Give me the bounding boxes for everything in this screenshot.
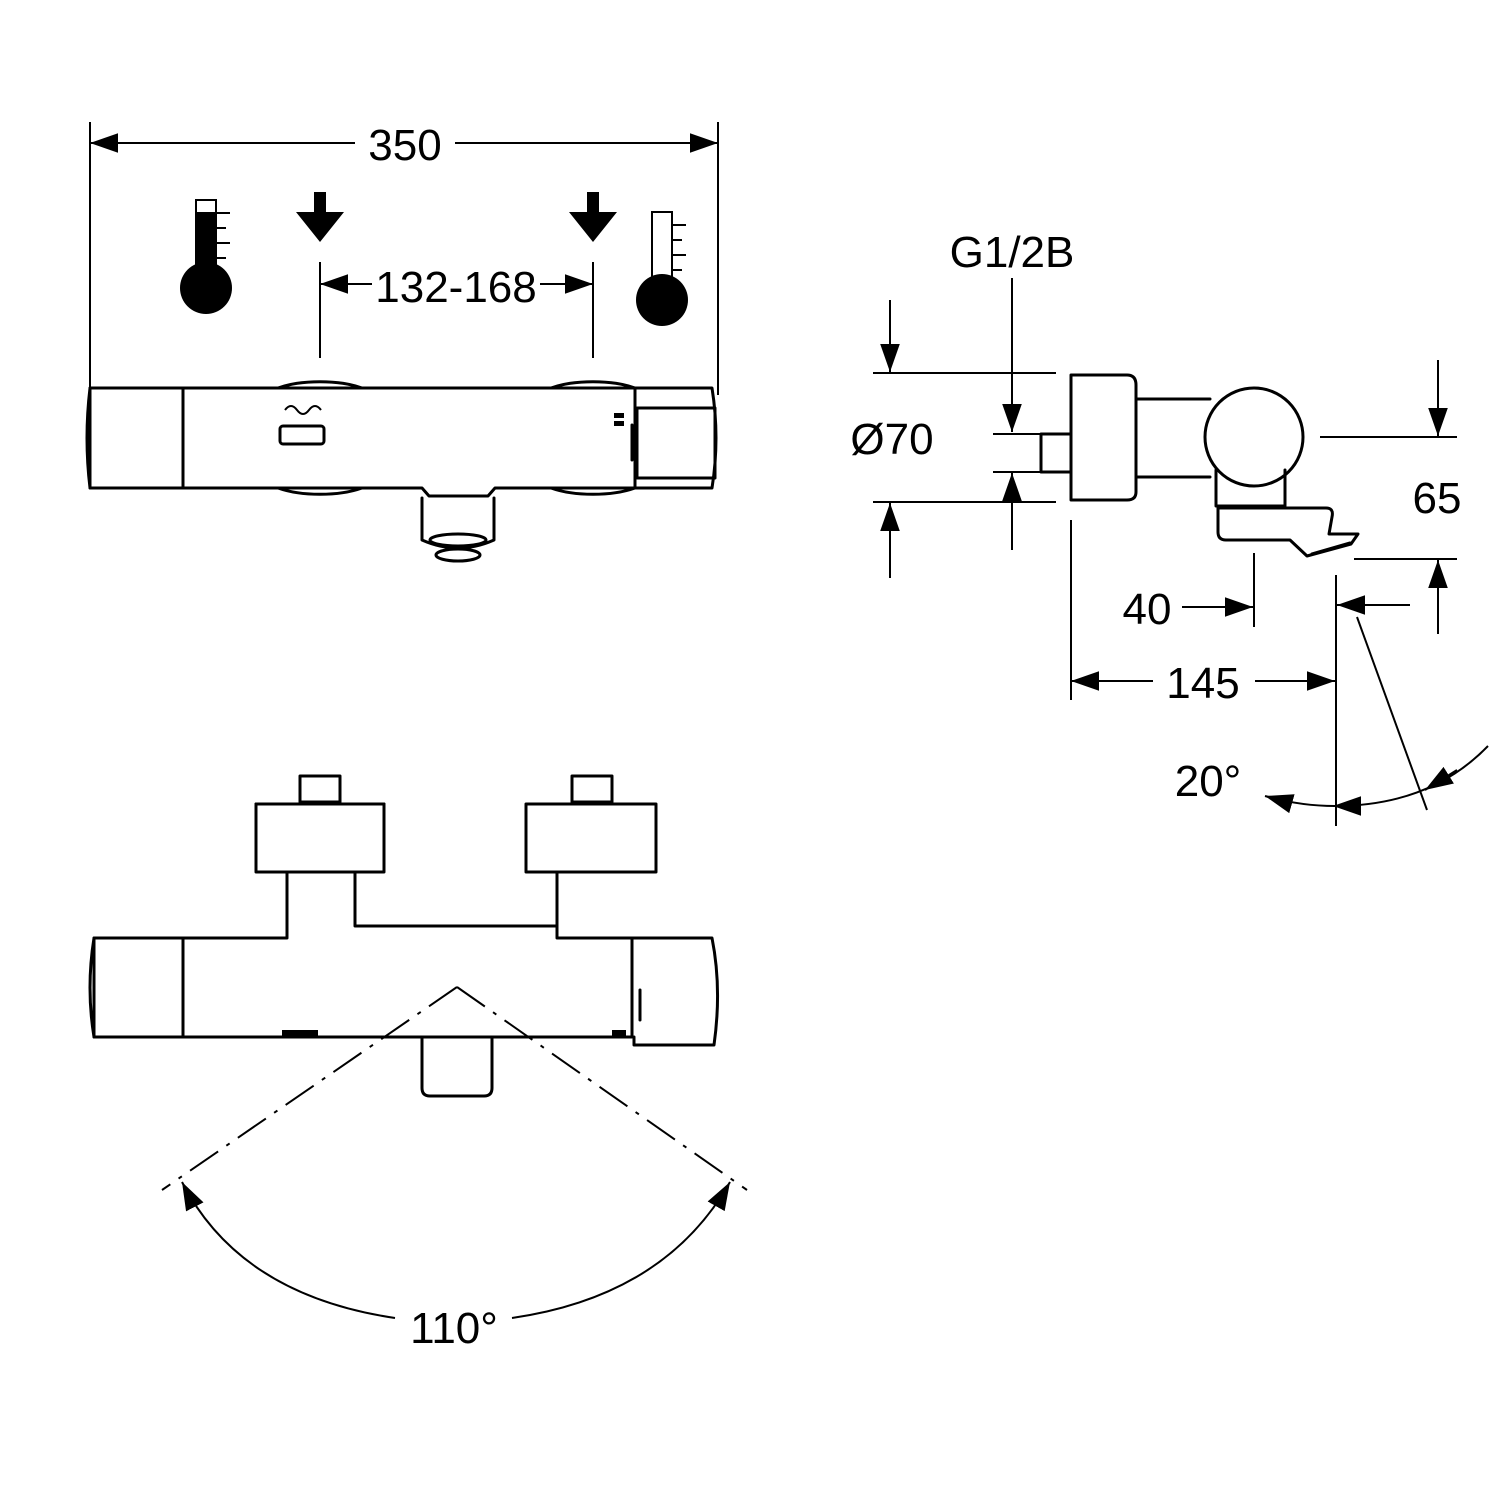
spout-offset-label: 40: [1123, 585, 1172, 634]
left-rosette: [276, 380, 364, 390]
overall-width-dimension: 350: [90, 121, 718, 170]
overall-width-label: 350: [368, 121, 441, 170]
mixer-body-front: [88, 774, 720, 1098]
inlet-spacing-label: 132-168: [375, 263, 536, 312]
tilt-angle-label: 20°: [1175, 757, 1242, 806]
side-view: G1/2B Ø70 65: [850, 228, 1489, 826]
inlet-spacing-dimension: 132-168: [320, 263, 593, 312]
spout-outlet: [420, 496, 496, 563]
top-view: 350 132-168: [85, 121, 719, 563]
projection-label: 145: [1166, 659, 1239, 708]
hot-thermometer-icon: [180, 199, 232, 314]
spout-height-label: 65: [1413, 474, 1462, 523]
swivel-angle-label: 110°: [410, 1304, 498, 1353]
down-arrow-icon: [569, 192, 617, 242]
down-arrow-icon: [296, 192, 344, 242]
right-rosette: [549, 380, 637, 390]
mixer-body-top: [85, 386, 718, 498]
cold-thermometer-icon: [636, 211, 688, 326]
mixer-body-side: [1039, 373, 1360, 558]
button-icon: [278, 405, 326, 446]
diameter-label: Ø70: [850, 415, 933, 464]
thread-label: G1/2B: [950, 228, 1075, 277]
front-view: 110°: [88, 774, 748, 1353]
